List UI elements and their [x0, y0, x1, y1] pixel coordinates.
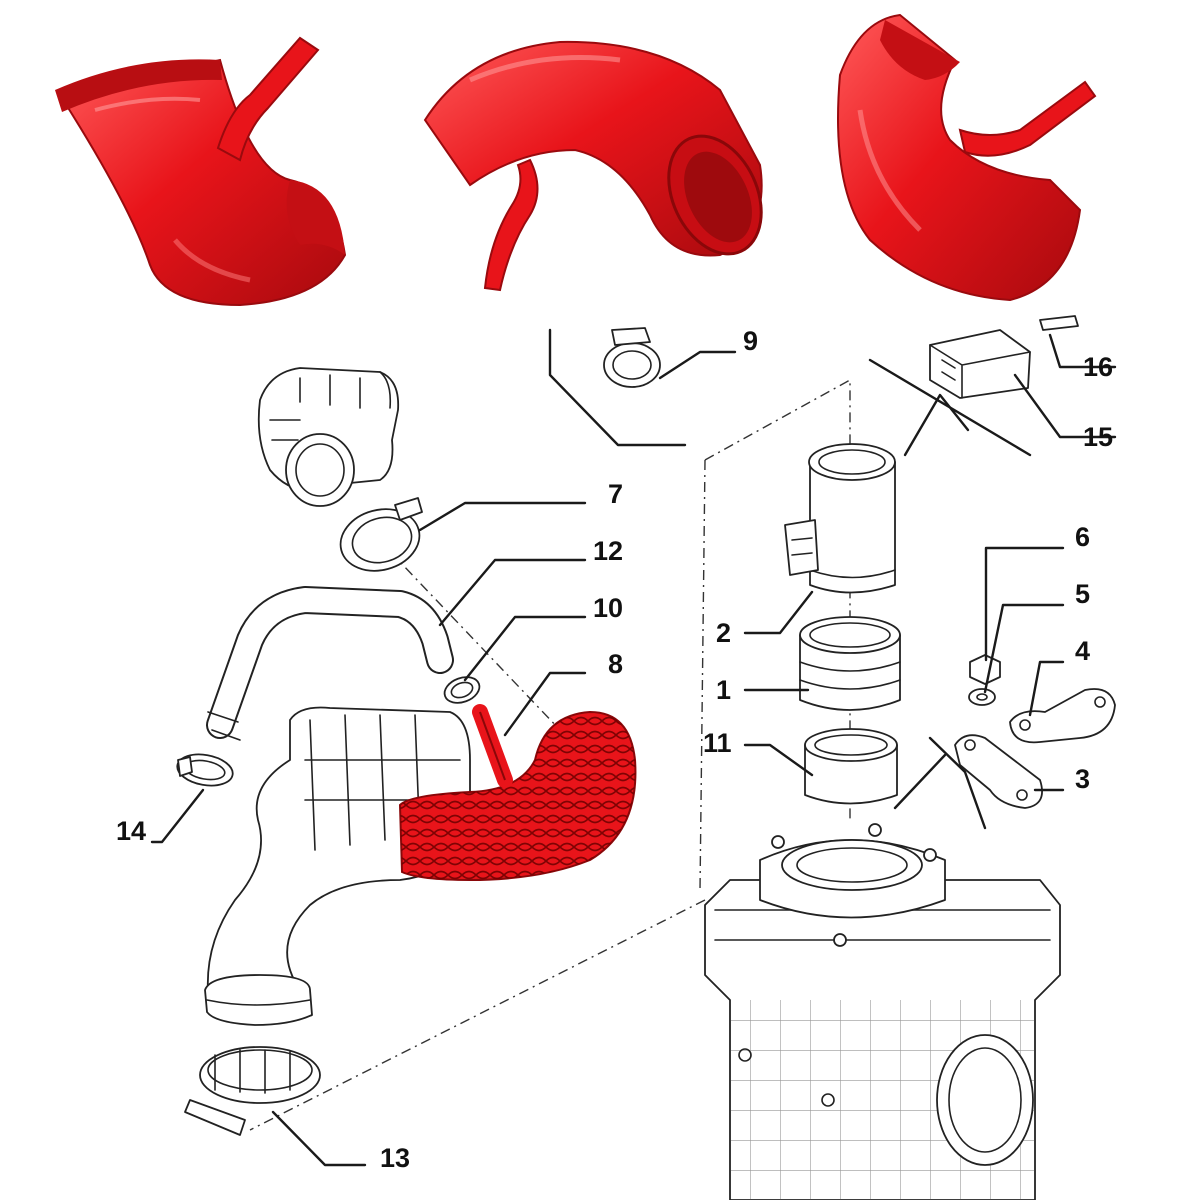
bracket-4	[1009, 688, 1116, 744]
bracket-3	[954, 734, 1043, 809]
clamp-14	[176, 753, 234, 787]
callout-5: 5	[1075, 579, 1090, 609]
callout-14: 14	[116, 816, 146, 846]
air-flow-meter-2	[784, 443, 896, 594]
callout-7: 7	[608, 479, 623, 509]
washer-5	[968, 688, 996, 706]
callout-12: 12	[593, 536, 623, 566]
callout-11: 11	[703, 728, 732, 758]
clamp-9	[603, 327, 661, 388]
callout-labels: 9 16 15 7 12 10 8 6 5 4 3 2 1 11 14 13	[116, 326, 1113, 1173]
callout-8: 8	[608, 649, 623, 679]
pin-16	[1039, 315, 1079, 331]
callout-1: 1	[716, 675, 731, 705]
sleeve-1	[799, 616, 901, 711]
clamp-10	[443, 676, 481, 704]
silicone-hose-photo-3	[837, 13, 1097, 302]
breather-hose-12	[206, 586, 454, 741]
callout-3: 3	[1075, 764, 1090, 794]
ring-11	[804, 728, 898, 805]
air-filter-box	[704, 823, 1061, 1200]
leader-lines	[150, 328, 1117, 1167]
callout-2: 2	[716, 618, 731, 648]
callout-16: 16	[1083, 352, 1113, 382]
silicone-hose-photo-1	[55, 36, 347, 307]
corrugated-hose-8-red	[398, 704, 637, 882]
intake-duct	[204, 706, 471, 1026]
callout-10: 10	[593, 593, 623, 623]
callout-4: 4	[1075, 636, 1090, 666]
callout-15: 15	[1083, 422, 1113, 452]
callout-6: 6	[1075, 522, 1090, 552]
clamp-7	[339, 497, 423, 572]
callout-9: 9	[743, 326, 758, 356]
connector-15	[929, 329, 1031, 399]
callout-13: 13	[380, 1143, 410, 1173]
throttle-body	[257, 367, 400, 507]
clamp-13	[184, 1046, 321, 1136]
silicone-hose-photo-2	[423, 40, 763, 292]
